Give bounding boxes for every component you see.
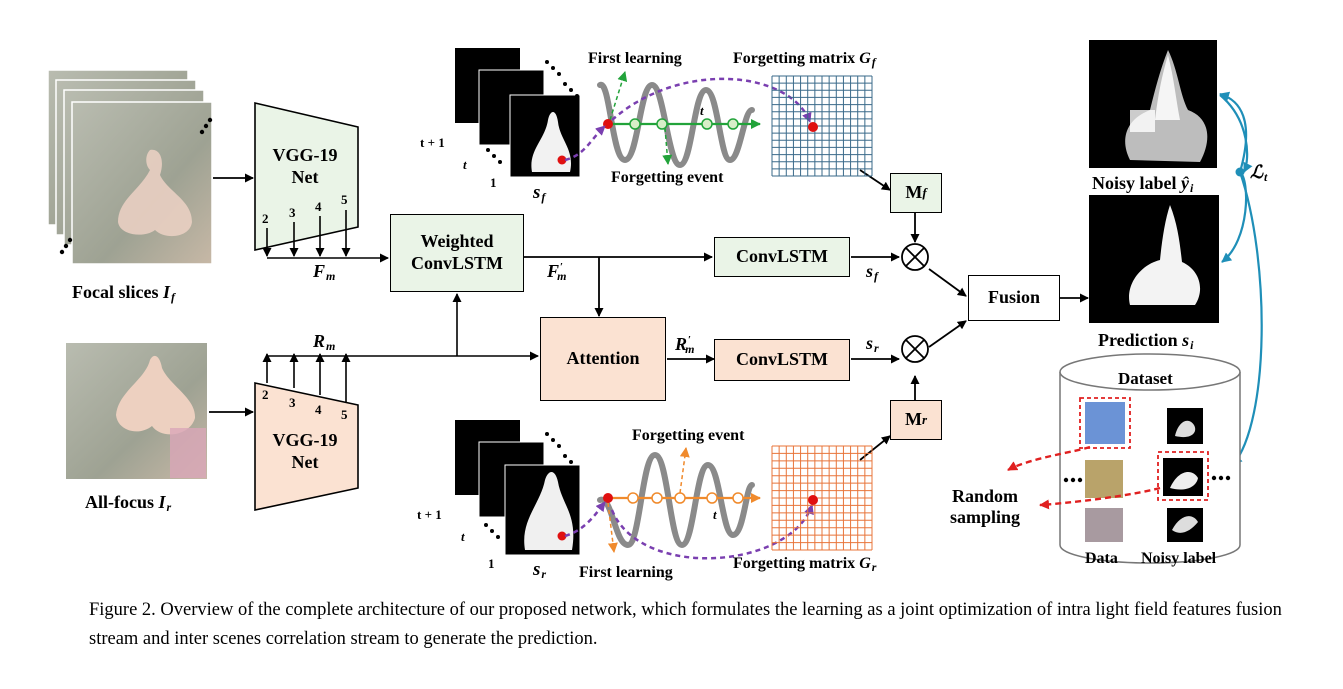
one-top: 1 — [490, 175, 497, 190]
matrix-marker-dot — [808, 122, 818, 132]
layer-num-bot-5: 5 — [341, 407, 348, 422]
vgg-top-shape — [254, 101, 359, 251]
vgg-bottom-label: VGG-19 Net — [272, 430, 338, 472]
prediction-caption: Prediction si — [1098, 330, 1194, 352]
weighted-convlstm-box: Weighted ConvLSTM — [390, 214, 524, 292]
t-top: t — [463, 157, 467, 172]
forgetting-matrix-bot-label: Forgetting matrix Gr — [733, 555, 877, 574]
noisy-label-image — [1089, 40, 1217, 168]
layer-num-top-5: 5 — [341, 192, 348, 207]
prediction-image — [1089, 195, 1219, 323]
top-saliency-stack — [455, 48, 581, 178]
vgg-bottom-shape — [254, 382, 359, 511]
noisy-label-col-label: Noisy label — [1141, 550, 1217, 567]
attention-box: Attention — [540, 317, 666, 401]
fusion-box: Fusion — [968, 275, 1060, 321]
layer-num-top-2: 2 — [262, 211, 269, 226]
t-plus-1-bot: t + 1 — [417, 507, 442, 522]
focal-slices-stack — [47, 69, 213, 265]
layer-num-top-4: 4 — [315, 199, 322, 214]
forgetting-matrix-top — [771, 75, 873, 177]
s-f-label: sf — [866, 261, 879, 283]
R-m-label: Rm — [313, 331, 336, 353]
layer-num-top-3: 3 — [289, 205, 296, 220]
forgetting-matrix-top-label: Forgetting matrix Gf — [733, 50, 876, 69]
convlstm-bottom-box: ConvLSTM — [714, 339, 850, 381]
multiply-bottom — [901, 335, 929, 363]
bottom-saliency-stack — [455, 420, 581, 556]
s-r-stack-label: sr — [533, 559, 547, 581]
one-bot: 1 — [488, 556, 495, 571]
t-plus-1-top: t + 1 — [420, 135, 445, 150]
dataset-label: Dataset — [1118, 369, 1173, 388]
noisy-label-caption: Noisy label ŷi — [1092, 173, 1194, 195]
all-focus-image — [66, 343, 207, 479]
s-r-label: sr — [866, 333, 879, 355]
F-prime-label: F′m — [547, 261, 567, 283]
layer-num-bot-3: 3 — [289, 395, 296, 410]
vgg-top-label: VGG-19 Net — [272, 145, 338, 187]
t-wave-top: t — [700, 103, 704, 118]
t-bot: t — [461, 529, 465, 544]
first-learning-top: First learning — [588, 50, 682, 67]
layer-num-bot-2: 2 — [262, 387, 269, 402]
multiply-top — [901, 243, 929, 271]
R-prime-label: R′m — [675, 334, 695, 356]
layer-num-bot-4: 4 — [315, 402, 322, 417]
convlstm-top-box: ConvLSTM — [714, 237, 850, 277]
forgetting-event-bot: Forgetting event — [632, 427, 745, 444]
data-col-label: Data — [1085, 550, 1118, 567]
random-sampling-label: Random sampling — [950, 486, 1021, 527]
t-wave-bot: t — [713, 507, 717, 522]
F-m-label: Fm — [313, 261, 336, 283]
top-learning-curve — [564, 71, 812, 169]
bottom-learning-curve — [564, 447, 814, 560]
figure-caption: Figure 2. Overview of the complete archi… — [89, 600, 1282, 649]
first-learning-bot: First learning — [579, 564, 673, 581]
forgetting-event-top: Forgetting event — [611, 169, 724, 186]
loss-label: ℒt — [1250, 162, 1268, 184]
dataset-cylinder — [1059, 353, 1241, 564]
s-f-stack-label: sf — [533, 182, 546, 204]
focal-slices-label: Focal slices If — [72, 282, 175, 304]
forgetting-matrix-bottom — [771, 445, 873, 551]
all-focus-label: All-focus Ir — [85, 492, 172, 514]
matrix-marker-dot — [808, 495, 818, 505]
